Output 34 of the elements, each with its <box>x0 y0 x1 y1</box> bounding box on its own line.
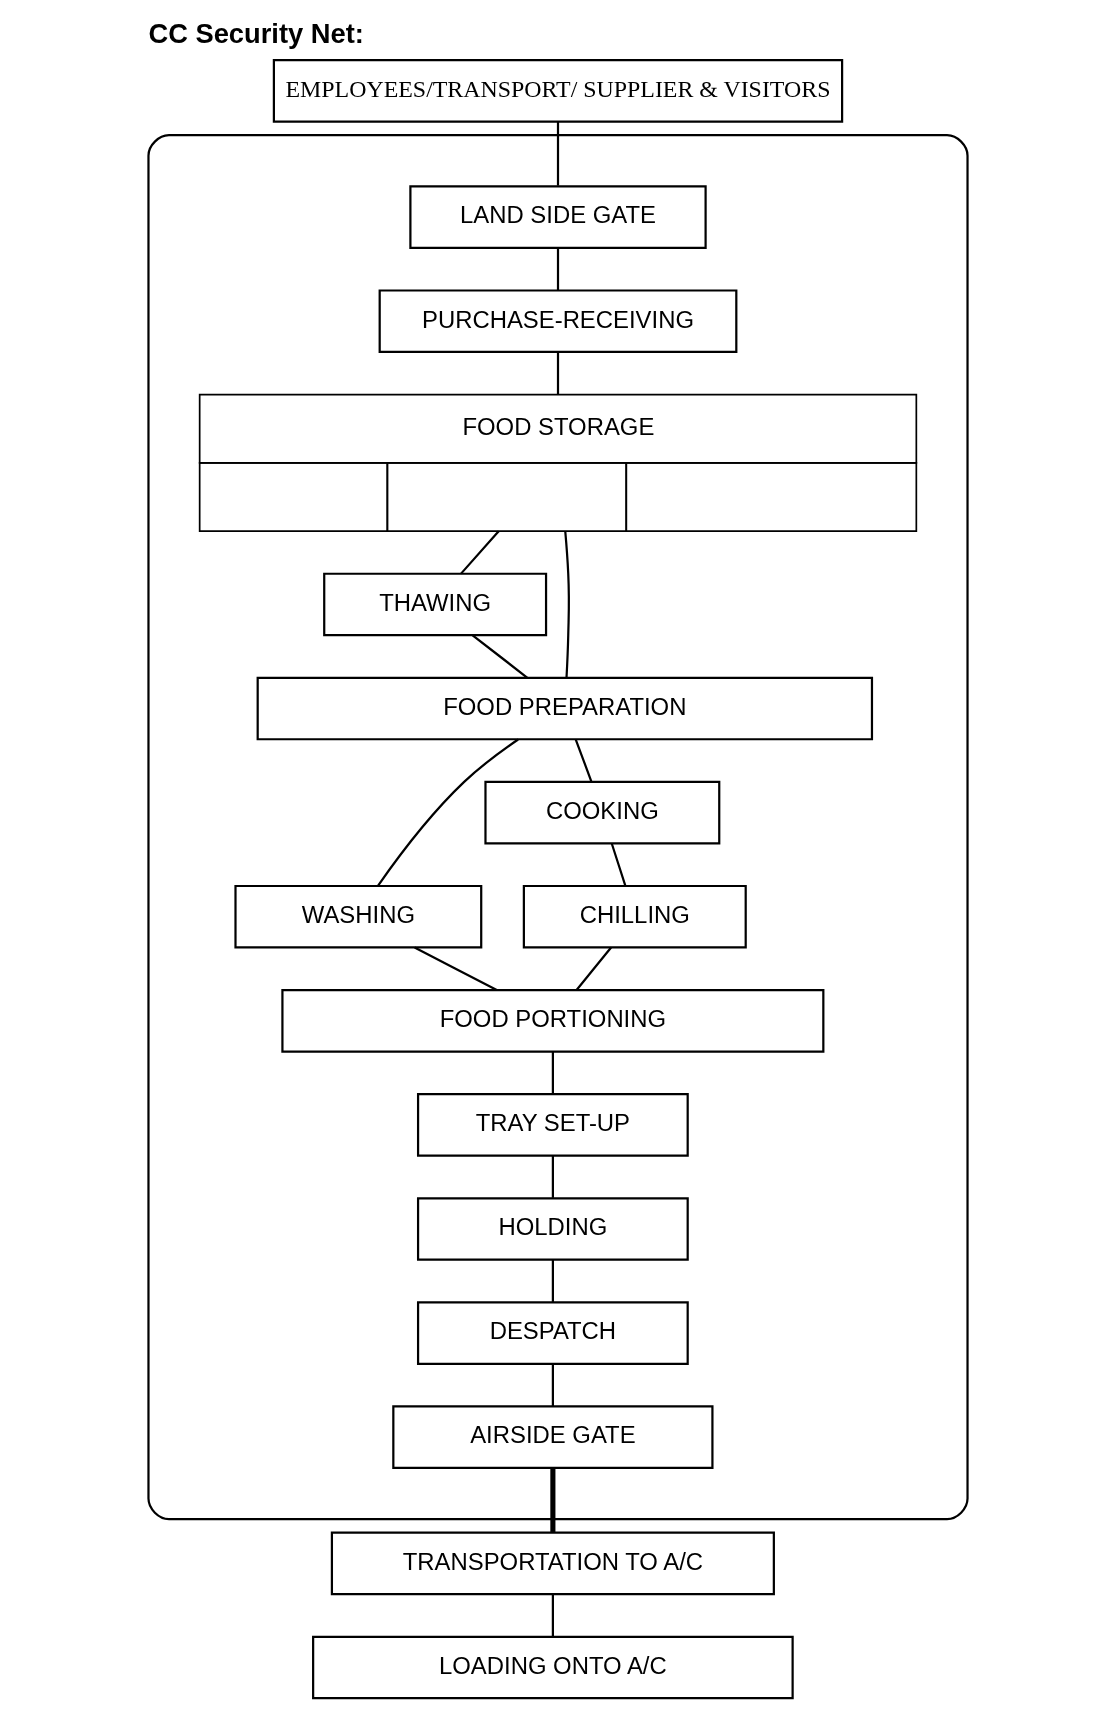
node-box: HOLDING <box>416 1197 689 1261</box>
node-box: FOOD PORTIONING <box>280 989 824 1053</box>
connector <box>574 739 592 782</box>
node-box: DESPATCH <box>416 1301 689 1365</box>
connector <box>556 247 559 291</box>
connector <box>575 946 612 991</box>
node-box: PURCHASE-RECEIVING <box>378 289 737 354</box>
connector <box>413 946 497 992</box>
node-box: LOADING ONTO A/C <box>311 1635 794 1700</box>
node-box: TRANSPORTATION TO A/C <box>330 1531 775 1596</box>
connector <box>610 843 626 886</box>
connector <box>556 352 559 395</box>
node-box: EMPLOYEES/TRANSPORT/ SUPPLIER & VISITORS <box>272 59 843 123</box>
connector <box>551 1259 554 1302</box>
connector <box>551 1594 554 1637</box>
node-box: FOOD PREPARATION <box>256 676 873 741</box>
node-box: TRAY SET-UP <box>416 1093 689 1157</box>
connector <box>551 1363 554 1407</box>
node-box: THAWING <box>322 572 547 637</box>
connector <box>551 1051 554 1094</box>
node-box: LAND SIDE GATE <box>408 185 707 249</box>
connector <box>471 634 528 679</box>
node-box: WASHING <box>233 884 482 949</box>
node-box: AIRSIDE GATE <box>391 1405 714 1469</box>
connector <box>563 531 570 678</box>
connector <box>549 1468 555 1532</box>
node-box: COOKING <box>483 780 720 845</box>
connector <box>556 121 559 186</box>
connector <box>376 738 519 887</box>
connector <box>459 530 500 575</box>
diagram-title: CC Security Net: <box>147 17 364 49</box>
cluster <box>146 134 969 1521</box>
connector <box>551 1155 554 1198</box>
node-box: CHILLING <box>522 884 747 949</box>
